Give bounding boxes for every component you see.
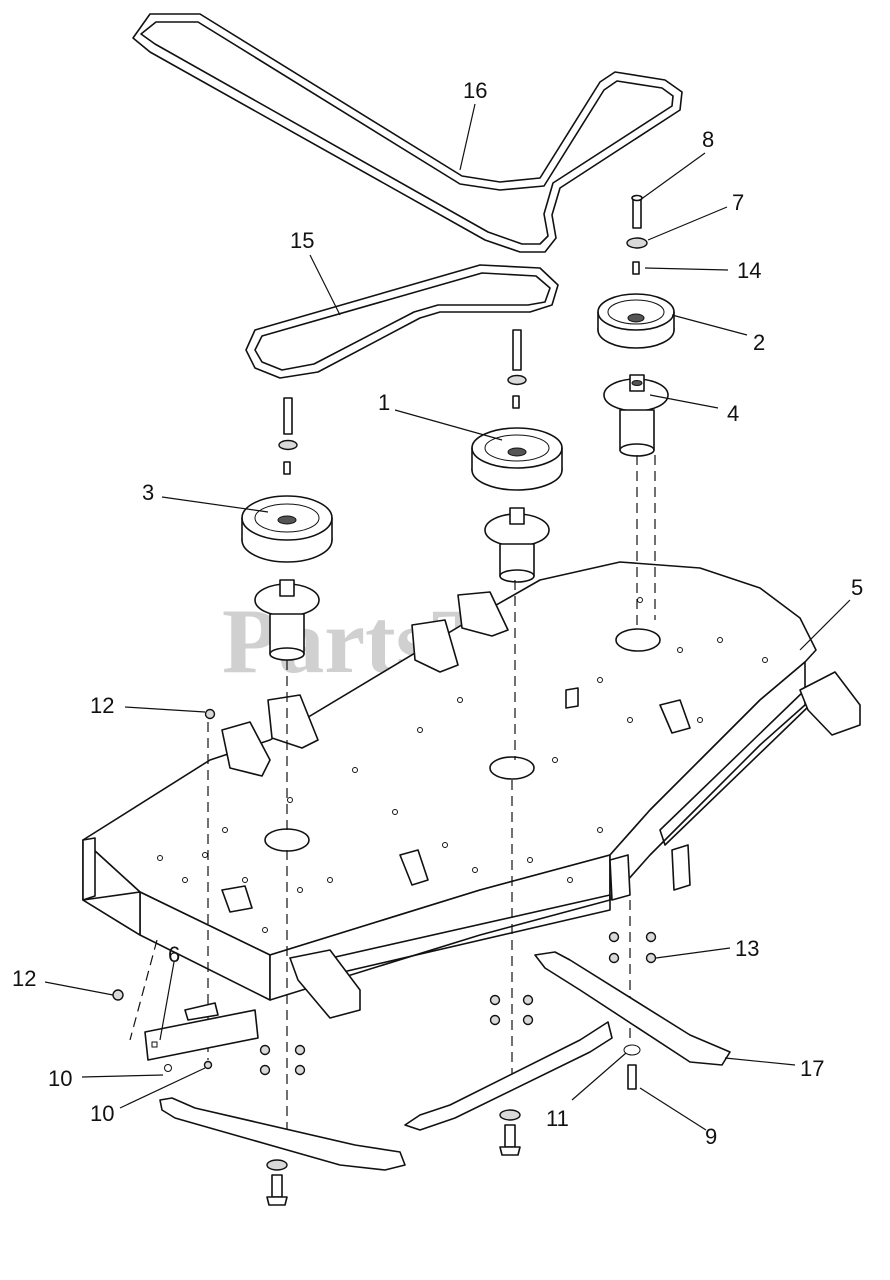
nut-12-bottom bbox=[112, 989, 124, 1001]
callout-10-bottom: 10 bbox=[90, 1101, 114, 1126]
deflector-6 bbox=[144, 1002, 259, 1061]
spindle-hole-left bbox=[264, 828, 310, 852]
deck-holes bbox=[157, 597, 768, 933]
callout-11: 11 bbox=[546, 1106, 569, 1131]
callout-10-top: 10 bbox=[48, 1066, 72, 1091]
nut-12-top bbox=[204, 708, 216, 720]
callout-8: 8 bbox=[702, 127, 714, 152]
callout-6: 6 bbox=[168, 942, 180, 967]
spindle-hole-right bbox=[615, 628, 661, 652]
washer-11 bbox=[623, 1044, 641, 1056]
callout-5: 5 bbox=[851, 575, 863, 600]
callout-1: 1 bbox=[378, 390, 390, 415]
callout-12-top: 12 bbox=[90, 693, 114, 718]
deck-shell-5 bbox=[82, 561, 817, 1001]
callout-labels: 16 15 8 7 14 2 4 1 3 5 12 12 6 10 10 11 … bbox=[12, 78, 863, 1149]
belt-15 bbox=[245, 264, 559, 379]
callout-14: 14 bbox=[737, 258, 761, 283]
blade-center bbox=[404, 1021, 613, 1131]
callout-2: 2 bbox=[753, 330, 765, 355]
key-14 bbox=[632, 261, 640, 275]
callout-4: 4 bbox=[727, 401, 739, 426]
pulley-2 bbox=[597, 293, 675, 331]
callout-9: 9 bbox=[705, 1124, 717, 1149]
spindle-center bbox=[471, 329, 563, 583]
callout-7: 7 bbox=[732, 190, 744, 215]
callout-3: 3 bbox=[142, 480, 154, 505]
pin-10 bbox=[203, 1060, 213, 1070]
bolt-9 bbox=[627, 1064, 637, 1090]
callout-13: 13 bbox=[735, 936, 759, 961]
callout-12-bottom: 12 bbox=[12, 966, 36, 991]
callout-15: 15 bbox=[290, 228, 314, 253]
blades-17 bbox=[159, 951, 731, 1171]
bottom-hardware bbox=[112, 708, 657, 1206]
spindle-right bbox=[597, 194, 675, 457]
spindle-hole-center bbox=[489, 756, 535, 780]
spindle-left bbox=[241, 397, 333, 661]
washer-7 bbox=[626, 237, 648, 249]
leader-lines bbox=[44, 103, 851, 1131]
callout-16: 16 bbox=[463, 78, 487, 103]
deck-brackets bbox=[221, 591, 861, 1019]
blade-left bbox=[159, 1097, 406, 1171]
bolt-8 bbox=[632, 197, 642, 229]
belt-16 bbox=[132, 13, 683, 253]
callout-17: 17 bbox=[800, 1056, 824, 1081]
nut-13 bbox=[645, 952, 657, 964]
